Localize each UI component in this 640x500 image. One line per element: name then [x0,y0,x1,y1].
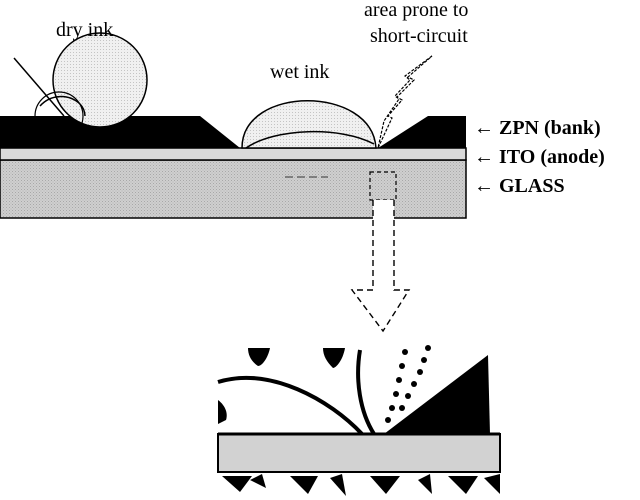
zoom-arrow [350,200,411,333]
ito-anode-label: ← ITO (anode) [474,146,605,168]
ito-layer [0,147,467,161]
zpn-bank-label: ← ZPN (bank) [474,117,601,139]
glass-label: ← GLASS [474,175,565,197]
zoom-ink-drop [323,348,345,368]
zpn-bank-right [378,116,466,148]
zoom-ito-layer [217,433,501,473]
dry-ink-droplet [13,32,148,141]
zoom-ink-drop [218,400,227,424]
short-circuit-bolt [377,55,433,149]
short-circuit-label-line2: short-circuit [370,25,468,47]
zoom-short-circuit-dots [385,345,431,423]
zoom-ink-outline-outer [217,376,364,436]
wet-ink-droplet [241,100,377,149]
dry-ink-label: dry ink [56,19,113,41]
zoom-bank-wedge [384,355,490,434]
zoom-ink-outline-inner [356,349,376,436]
top-cross-section [0,32,467,219]
zoom-ink-drop [248,348,270,366]
zoom-glass-texture [222,474,500,496]
zoomed-detail [217,345,501,500]
short-circuit-label-line1: area prone to [364,0,468,21]
wet-ink-label: wet ink [270,61,329,83]
